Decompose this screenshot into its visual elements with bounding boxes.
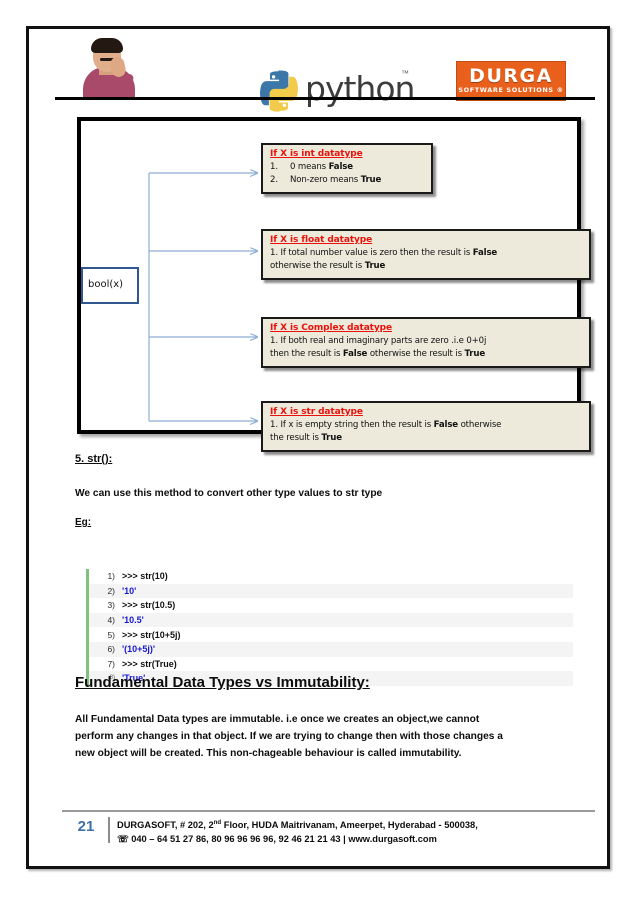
note-complex-title: If X is Complex datatype	[270, 323, 392, 333]
note-int-title: If X is int datatype	[270, 149, 363, 159]
bool-source-box: bool(x)	[81, 267, 139, 304]
python-wordmark: python	[305, 69, 415, 108]
page-header: python ™ DURGA SOFTWARE SOLUTIONS ®	[29, 29, 607, 112]
section-heading-str: 5. str():	[75, 453, 113, 465]
immutability-line-2: perform any changes in that object. If w…	[75, 731, 503, 742]
code-line-number: 4)	[107, 615, 115, 626]
note-int-line-1: 1.0 means False	[270, 162, 353, 172]
header-divider	[55, 97, 595, 100]
immutability-line-1: All Fundamental Data types are immutable…	[75, 714, 480, 725]
note-int-datatype: If X is int datatype 1.0 means False 2.N…	[261, 143, 433, 194]
immutability-line-3: new object will be created. This non-cha…	[75, 748, 462, 759]
note-str-datatype: If X is str datatype 1. If x is empty st…	[261, 401, 591, 452]
heading-immutability: Fundamental Data Types vs Immutability:	[75, 674, 370, 691]
footer-phone-line: ☏ 040 – 64 51 27 86, 80 96 96 96 96, 92 …	[117, 834, 437, 845]
code-line-text: '10'	[122, 585, 137, 596]
footer-vertical-rule	[108, 817, 110, 843]
code-line: 5) >>> str(10+5j)	[89, 627, 573, 642]
note-str-line-1: 1. If x is empty string then the result …	[270, 420, 502, 430]
footer-contact-info: DURGASOFT, # 202, 2nd Floor, HUDA Maitri…	[117, 816, 597, 846]
code-line-number: 8)	[109, 675, 115, 682]
code-line-number: 6)	[107, 644, 115, 655]
code-line: 6) '(10+5j)'	[89, 641, 573, 657]
code-line-number: 7)	[107, 658, 115, 669]
note-float-line-1: 1. If total number value is zero then th…	[270, 248, 498, 258]
trainer-photo	[77, 37, 139, 97]
footer-divider	[62, 810, 595, 812]
note-float-datatype: If X is float datatype 1. If total numbe…	[261, 229, 591, 280]
code-block-str-examples: 1) >>> str(10) 2) '10' 3) >>> str(10.5) 4) '10.…	[86, 569, 573, 686]
python-snakes-icon	[260, 70, 298, 112]
code-line-number: 1)	[107, 571, 115, 582]
durga-tagline: SOFTWARE SOLUTIONS ®	[458, 86, 564, 94]
code-line-text: >>> str(10)	[122, 571, 168, 582]
code-line-text: >>> str(10+5j)	[122, 629, 181, 640]
footer-address-post: Floor, HUDA Maitrivanam, Ameerpet, Hyder…	[221, 820, 478, 831]
code-line-number: 3)	[107, 600, 115, 611]
footer-address-pre: DURGASOFT, # 202, 2	[117, 820, 214, 831]
note-complex-datatype: If X is Complex datatype 1. If both real…	[261, 317, 591, 368]
code-line: 7) >>> str(True)	[89, 656, 573, 672]
code-line: 1) >>> str(10)	[89, 569, 573, 584]
code-line: 4) '10.5'	[89, 612, 573, 628]
note-complex-line-2: then the result is False otherwise the r…	[270, 349, 486, 359]
note-float-line-2: otherwise the result is True	[270, 261, 386, 271]
page-footer: 21 DURGASOFT, # 202, 2nd Floor, HUDA Mai…	[29, 804, 607, 866]
code-line-number: 2)	[107, 585, 115, 596]
code-line-text: >>> str(True)	[122, 658, 177, 669]
code-line: 2) '10'	[89, 583, 573, 599]
python-logo: python ™	[257, 69, 417, 115]
code-line: 8) 'True'	[89, 671, 573, 686]
example-label: Eg:	[75, 517, 92, 528]
code-line-text: 'True'	[122, 673, 146, 684]
connector-lines	[148, 121, 577, 430]
note-float-title: If X is float datatype	[270, 235, 373, 245]
note-str-title: If X is str datatype	[270, 407, 363, 417]
bool-source-label: bool(x)	[88, 279, 124, 290]
code-line: 3) >>> str(10.5)	[89, 598, 573, 613]
page-number: 21	[77, 818, 95, 835]
trademark-icon: ™	[401, 69, 409, 78]
note-complex-line-1: 1. If both real and imaginary parts are …	[270, 336, 487, 346]
code-line-text: >>> str(10.5)	[122, 600, 176, 611]
note-str-line-2: the result is True	[270, 433, 342, 443]
durga-logo: DURGA SOFTWARE SOLUTIONS ®	[456, 61, 566, 101]
code-line-number: 5)	[107, 629, 115, 640]
code-line-text: '(10+5j)'	[122, 644, 156, 655]
document-page: python ™ DURGA SOFTWARE SOLUTIONS ® bool…	[26, 26, 610, 869]
note-int-line-2: 2.Non-zero means True	[270, 175, 382, 185]
code-line-text: '10.5'	[122, 615, 144, 626]
section-body-str: We can use this method to convert other …	[75, 488, 383, 499]
durga-wordmark: DURGA	[457, 65, 565, 87]
footer-address-ordinal: nd	[213, 819, 222, 826]
paragraph-immutability: All Fundamental Data types are immutable…	[75, 711, 567, 762]
bool-behaviour-diagram: bool(x) If X is int datatype 1.0 means F…	[77, 117, 591, 452]
